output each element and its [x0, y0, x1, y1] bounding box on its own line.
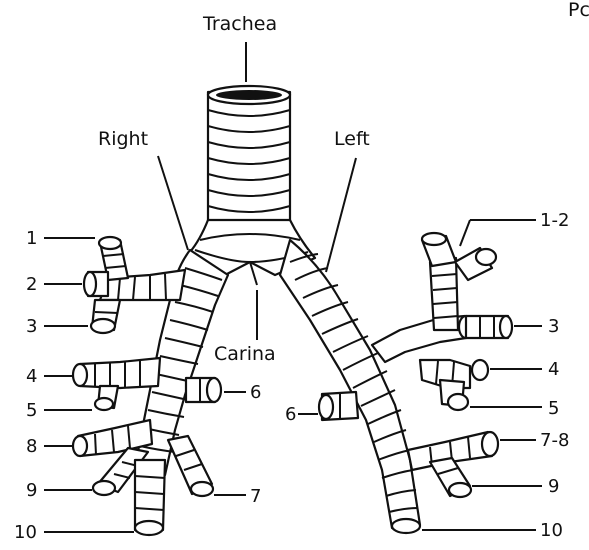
right-seg-8-label: 8: [26, 436, 37, 457]
left-seg-3-label: 3: [548, 316, 559, 337]
left-bronchial-tree: [280, 233, 512, 533]
right-seg-3-label: 3: [26, 316, 37, 337]
right-seg-9-label: 9: [26, 480, 37, 501]
left-seg-5-label: 5: [548, 398, 559, 419]
right-seg-1-label: 1: [26, 228, 37, 249]
carina-label: Carina: [214, 343, 276, 365]
right-seg-6-label: 6: [250, 382, 261, 403]
left-seg-4-label: 4: [548, 359, 559, 380]
left-seg-10-label: 10: [540, 520, 563, 541]
left-seg-1-2-label: 1-2: [540, 210, 569, 231]
corner-label: Pc: [568, 0, 589, 21]
right-bronchus-label: Right: [98, 128, 148, 150]
right-bronchial-tree: [73, 237, 228, 535]
right-seg-10-label: 10: [14, 522, 37, 543]
right-seg-7-label: 7: [250, 486, 261, 507]
right-seg-4-label: 4: [26, 366, 37, 387]
left-seg-7-8-label: 7-8: [540, 430, 569, 451]
left-seg-6-label: 6: [285, 404, 296, 425]
left-bronchus-label: Left: [334, 128, 370, 150]
trachea: [208, 86, 290, 232]
right-seg-5-label: 5: [26, 400, 37, 421]
right-seg-2-label: 2: [26, 274, 37, 295]
trachea-label: Trachea: [202, 13, 277, 35]
left-seg-9-label: 9: [548, 476, 559, 497]
